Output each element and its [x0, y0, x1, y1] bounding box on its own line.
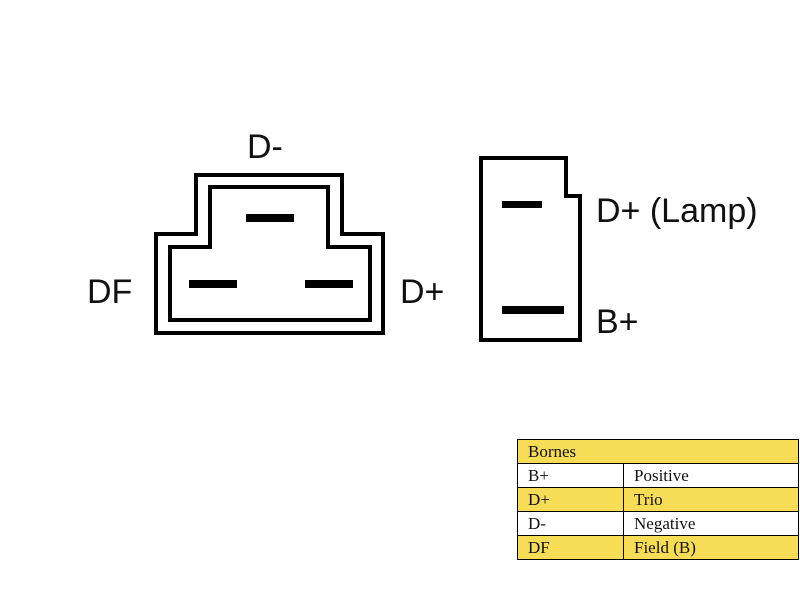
table-title: Bornes [517, 439, 799, 464]
table-row: B+ Positive [517, 463, 799, 488]
table-cell-description: Trio [623, 487, 799, 512]
label-df: DF [87, 273, 132, 311]
label-b-plus: B+ [596, 303, 639, 341]
label-d-plus-lamp: D+ (Lamp) [596, 192, 758, 230]
label-d-plus-left: D+ [400, 273, 444, 311]
left-connector-outer-outline [154, 173, 385, 335]
table-cell-code: B+ [517, 463, 624, 488]
pin-d-plus-lamp [502, 201, 542, 208]
pin-d-minus [246, 214, 294, 222]
bornes-table: Bornes B+ Positive D+ Trio D- Negative D… [517, 439, 799, 560]
table-cell-description: Negative [623, 511, 799, 536]
pin-df [189, 280, 237, 288]
table-cell-code: D+ [517, 487, 624, 512]
label-d-minus: D- [247, 128, 283, 166]
table-row: D- Negative [517, 511, 799, 536]
table-title-row: Bornes [517, 439, 799, 464]
table-cell-description: Positive [623, 463, 799, 488]
table-row: DF Field (B) [517, 535, 799, 560]
table-cell-description: Field (B) [623, 535, 799, 560]
left-connector-inner-outline [168, 185, 372, 322]
right-connector-outline [479, 156, 582, 342]
table-cell-code: DF [517, 535, 624, 560]
pin-b-plus [502, 306, 564, 314]
pin-d-plus [305, 280, 353, 288]
table-cell-code: D- [517, 511, 624, 536]
table-row: D+ Trio [517, 487, 799, 512]
